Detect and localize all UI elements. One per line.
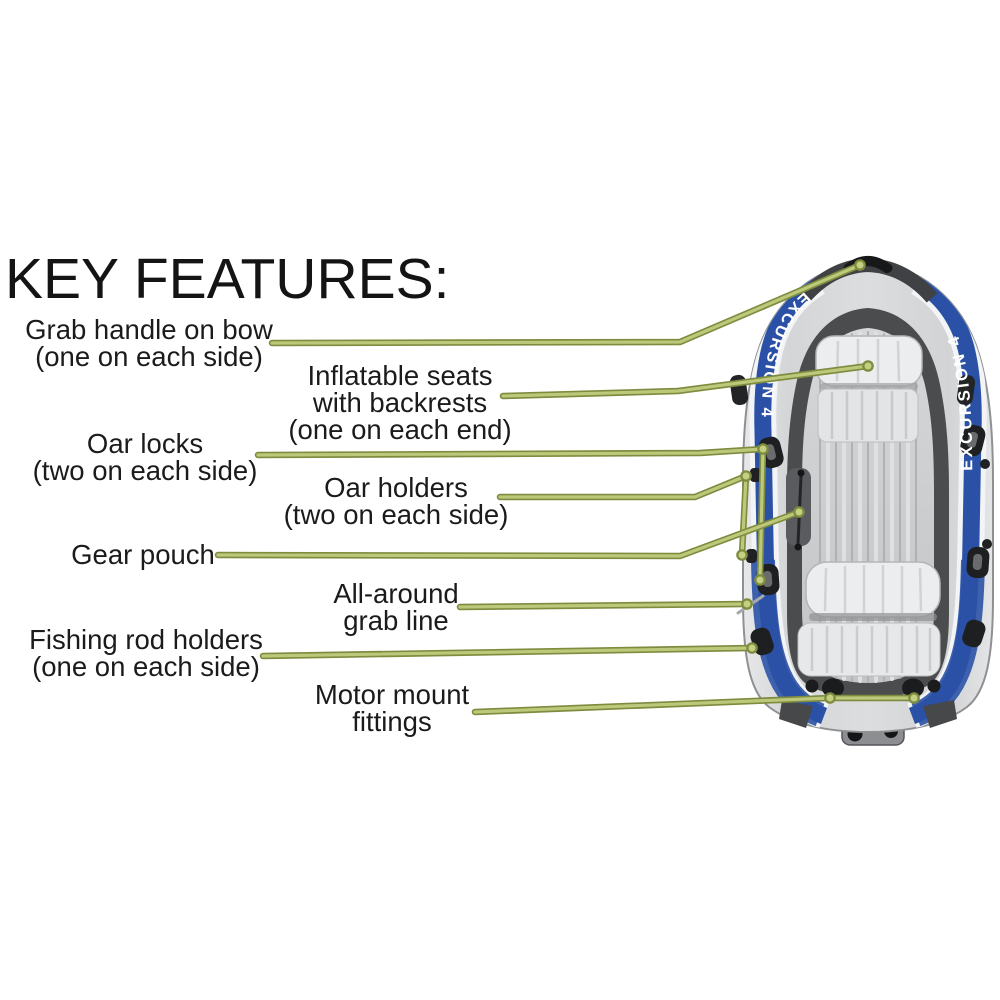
callout-seats: [499, 360, 874, 400]
label-seats: Inflatable seats with backrests (one on …: [288, 360, 512, 445]
label-motor-mount: Motor mount fittings: [314, 679, 470, 737]
label-fishing-rod-line2: (one on each side): [32, 651, 260, 682]
label-grab-line: All-around grab line: [333, 578, 459, 636]
callout-gear-pouch: [214, 506, 805, 560]
oar-holder-clip-right-2: [982, 539, 992, 549]
oar-lock-right-1: [960, 424, 986, 457]
rod-holder-right: [962, 619, 986, 648]
label-oar-locks-line1: Oar locks: [86, 428, 204, 459]
label-oar-holders: Oar holders (two on each side): [283, 472, 509, 530]
label-oar-locks: Oar locks (two on each side): [32, 428, 258, 486]
page-title: KEY FEATURES:: [5, 247, 450, 311]
label-fishing-rod: Fishing rod holders (one on each side): [29, 624, 263, 682]
stern-wedge-left: [779, 700, 813, 728]
oar-lock-right-2: [966, 546, 990, 579]
callouts: [214, 259, 920, 716]
label-seats-line3: (one on each end): [288, 414, 512, 445]
callout-oar-locks: [254, 443, 769, 586]
label-gear-pouch-line1: Gear pouch: [71, 539, 215, 570]
label-gear-pouch: Gear pouch: [71, 539, 215, 570]
stern-wedge-right: [923, 700, 957, 728]
oar-holder-clip-left-1: [750, 468, 761, 482]
label-motor-mount-line1: Motor mount: [314, 679, 470, 710]
label-seats-line2: with backrests: [312, 387, 488, 418]
label-oar-holders-line2: (two on each side): [283, 499, 509, 530]
callout-fishing-rod: [259, 642, 758, 660]
callout-grab-handle: [268, 259, 866, 347]
stern-seat: [797, 561, 941, 677]
label-oar-locks-line2: (two on each side): [32, 455, 258, 486]
callout-oar-holders: [496, 470, 752, 561]
label-oar-holders-line1: Oar holders: [324, 472, 468, 503]
label-grab-line-line1: All-around: [333, 578, 459, 609]
label-fishing-rod-line1: Fishing rod holders: [29, 624, 263, 655]
callout-grab-line: [456, 598, 753, 611]
side-handle-right: [956, 374, 976, 406]
label-grab-handle-line2: (one on each side): [35, 341, 263, 372]
bow-seat: [815, 335, 923, 443]
oar-holder-clip-left-2: [746, 549, 757, 563]
callout-motor-mount: [471, 692, 920, 716]
oar-holder-clip-right-1: [980, 459, 990, 469]
label-seats-line1: Inflatable seats: [307, 360, 493, 391]
label-grab-line-line2: grab line: [343, 605, 449, 636]
label-grab-handle-line1: Grab handle on bow: [25, 314, 273, 345]
label-grab-handle: Grab handle on bow (one on each side): [25, 314, 273, 372]
motor-mount-fittings: [805, 678, 941, 698]
label-motor-mount-line2: fittings: [352, 706, 432, 737]
